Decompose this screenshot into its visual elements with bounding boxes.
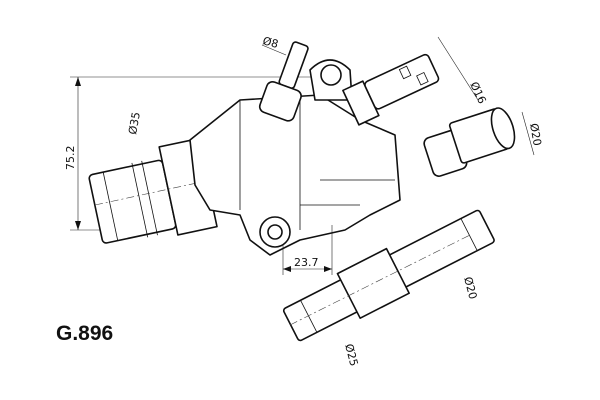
d20-bottom-label: Ø20 [461, 275, 479, 300]
d35-label: Ø35 [126, 111, 143, 136]
d25-label: Ø25 [342, 342, 360, 367]
offset-label: 23.7 [294, 256, 319, 269]
d8-label: Ø8 [261, 34, 280, 51]
d20-top-label: Ø20 [527, 122, 544, 147]
d16-label: Ø16 [467, 80, 488, 106]
housing-body [189, 59, 401, 256]
height-label: 75.2 [64, 146, 77, 171]
height-dimension [70, 76, 320, 231]
part-code: G.896 [56, 322, 114, 345]
right-top-outlet [423, 107, 516, 177]
offset-dimension [282, 225, 333, 275]
small-nozzle [258, 41, 309, 122]
sensor-connector [342, 53, 440, 126]
bottom-pipe [282, 209, 495, 342]
